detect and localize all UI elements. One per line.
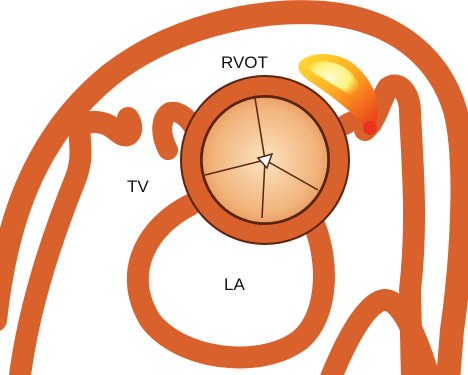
la-label: LA bbox=[224, 275, 245, 294]
tv-label: TV bbox=[127, 177, 149, 196]
rvot-label: RVOT bbox=[221, 53, 268, 72]
aortic-valve-leaflets bbox=[202, 97, 328, 223]
